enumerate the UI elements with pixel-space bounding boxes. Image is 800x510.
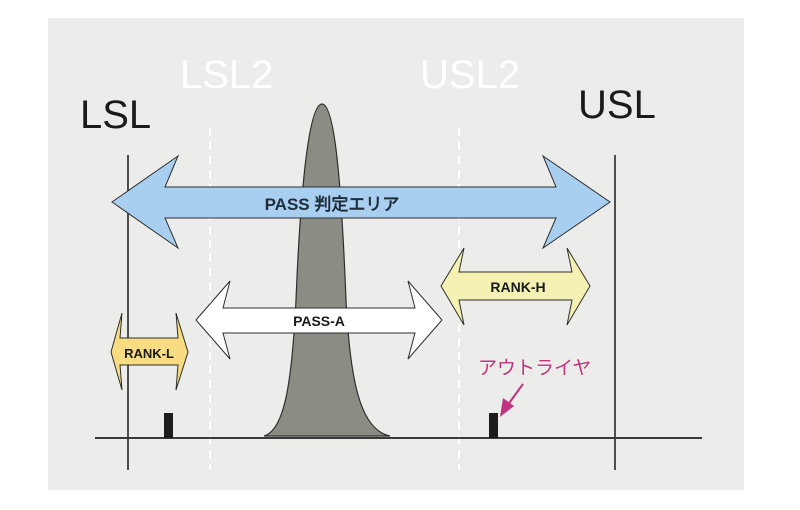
diagram-panel — [48, 18, 744, 490]
distribution-curve — [263, 103, 391, 437]
pass-a-label: PASS-A — [293, 313, 345, 329]
lsl2-label: LSL2 — [180, 53, 273, 97]
outlier-pointer-line — [506, 383, 524, 407]
outlier-bar-high — [489, 413, 498, 438]
pass-area-arrow[interactable] — [111, 154, 611, 250]
pass-area-label: PASS 判定エリア — [265, 194, 400, 214]
rank-h-arrow[interactable] — [440, 247, 591, 326]
pass-a-arrow[interactable] — [195, 280, 443, 360]
rank-l-arrow[interactable] — [110, 312, 189, 391]
lsl-label: LSL — [80, 93, 151, 137]
outlier-bar-low — [164, 413, 173, 438]
usl-label: USL — [578, 83, 656, 127]
rank-h-label: RANK-H — [490, 279, 545, 295]
outlier-label: アウトライヤ — [478, 357, 591, 379]
usl2-label: USL2 — [420, 53, 520, 97]
outlier-pointer-arrowhead — [500, 398, 514, 417]
rank-l-label: RANK-L — [124, 346, 174, 361]
